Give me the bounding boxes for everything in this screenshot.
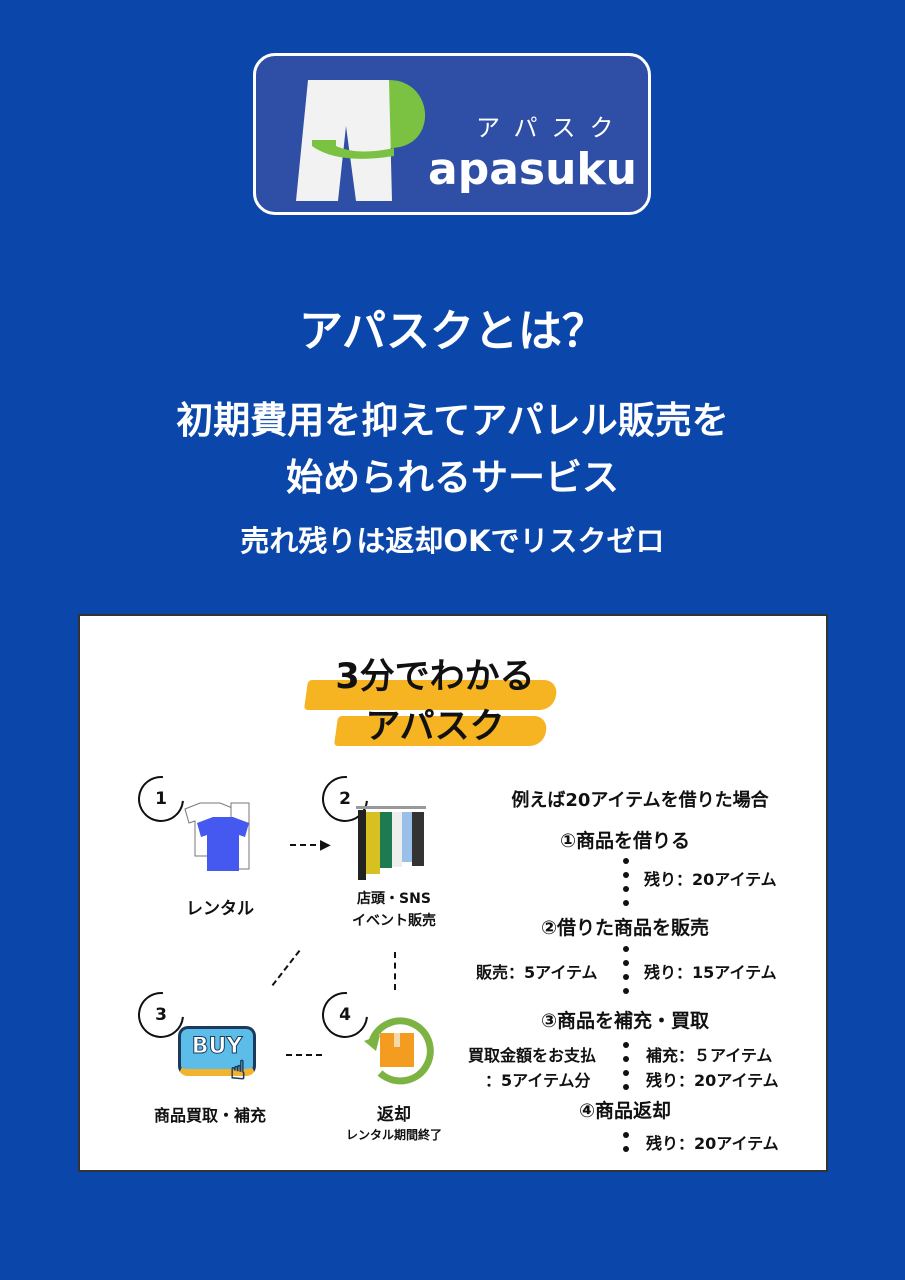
hero-lead-line1: 初期費用を抑えてアパレル販売を <box>176 399 729 442</box>
logo-name: apasuku <box>428 144 637 195</box>
logo-a-mark-icon <box>296 80 426 201</box>
step-label: レンタル <box>186 899 254 919</box>
step-number: 4 <box>339 1005 351 1025</box>
arrow-right-icon <box>290 844 326 846</box>
clothes-rack-icon <box>356 806 426 880</box>
example-step3-remaining: 残り：20アイテム <box>646 1071 779 1090</box>
step-label: 返却 <box>377 1105 411 1125</box>
step-label: 商品買取・補充 <box>153 1106 266 1125</box>
example-step1: ①商品を借りる <box>559 830 691 852</box>
example-step3: ③商品を補充・買取 <box>540 1010 710 1032</box>
example-step3-payment-items: ：5アイテム分 <box>485 1071 591 1090</box>
step-number: 3 <box>155 1005 167 1025</box>
step-label: 店頭・SNS <box>357 891 431 907</box>
arrowhead-icon: ▶ <box>320 837 331 853</box>
step-sublabel: イベント販売 <box>352 913 436 929</box>
example-step3-payment: 買取金額をお支払 <box>468 1046 597 1065</box>
explainer-card: 3分でわかる アパスク 1 レンタル ▶ 2 店頭・SNS イベント販売 3 B… <box>78 614 828 1172</box>
hand-pointer-icon: ☝ <box>230 1056 247 1087</box>
hero-sub: 売れ残りは返却OKでリスクゼロ <box>240 524 665 558</box>
step-sublabel: レンタル期間終了 <box>345 1128 442 1142</box>
example-step4-remaining: 残り：20アイテム <box>646 1134 779 1153</box>
hero-title: アパスクとは？ <box>298 306 607 357</box>
example-step4: ④商品返却 <box>578 1100 672 1122</box>
card-title-line2: アパスク <box>365 707 505 747</box>
dotted-divider <box>623 946 629 1002</box>
dotted-divider <box>623 1042 629 1098</box>
step-number: 2 <box>339 789 351 809</box>
example-step2-sold: 販売：5アイテム <box>476 963 598 982</box>
example-step3-restock: 補充：５アイテム <box>646 1046 773 1065</box>
clothes-icon <box>184 802 250 871</box>
buy-button-icon: BUY <box>178 1026 256 1076</box>
step-number: 1 <box>155 789 167 809</box>
dotted-divider <box>623 858 629 914</box>
example-step2-remaining: 残り：15アイテム <box>644 963 777 982</box>
logo: アパスク apasuku <box>253 53 651 215</box>
example-step1-remaining: 残り：20アイテム <box>644 870 777 889</box>
card-title-line1: 3分でわかる <box>335 657 535 697</box>
dotted-divider <box>623 1132 629 1160</box>
arrow-down-icon <box>394 952 396 990</box>
hero-lead-line2: 始められるサービス <box>286 456 619 499</box>
arrow-left-icon <box>286 1054 322 1056</box>
return-box-icon <box>364 1017 434 1085</box>
example-title: 例えば20アイテムを借りた場合 <box>511 790 769 811</box>
example-step2: ②借りた商品を販売 <box>540 917 710 939</box>
logo-kana: アパスク <box>476 114 628 142</box>
arrow-down-left-icon <box>271 950 301 986</box>
